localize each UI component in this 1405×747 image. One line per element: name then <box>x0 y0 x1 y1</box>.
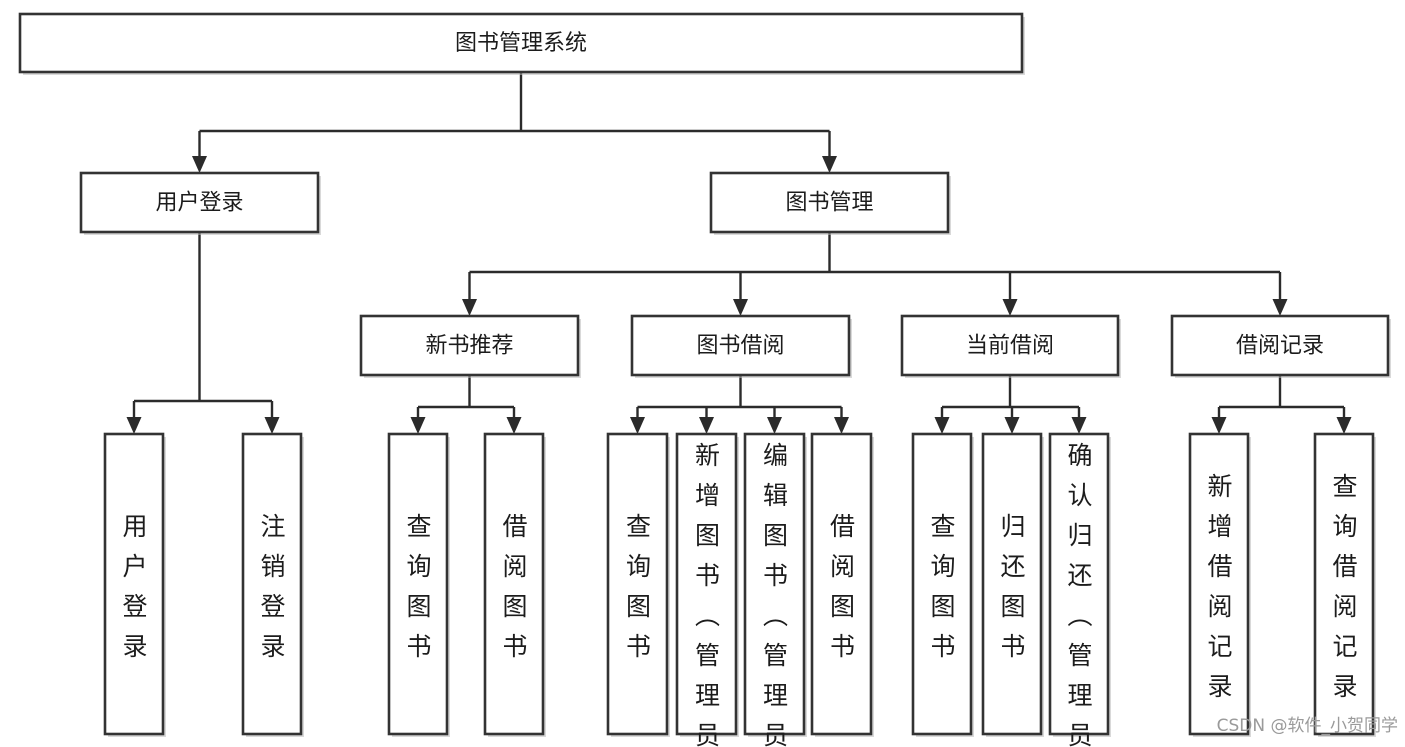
node-box[interactable] <box>630 314 851 377</box>
node-leaf-add-record[interactable]: 新增借阅记录 <box>1188 432 1251 737</box>
arrow-head-icon <box>834 417 849 434</box>
node-book-borrow[interactable]: 图书借阅 <box>630 314 852 378</box>
node-label: 确认归还︵管理员︶ <box>1067 441 1092 747</box>
arrow-head-icon <box>410 417 426 434</box>
node-leaf-user-login[interactable]: 用户登录 <box>103 432 166 737</box>
node-leaf-query-record[interactable]: 查询借阅记录 <box>1313 432 1376 737</box>
node-box[interactable] <box>1188 432 1250 736</box>
node-label: 图书管理 <box>785 191 873 216</box>
node-label: 查询图书 <box>406 512 431 661</box>
node-leaf-query-book-2[interactable]: 查询图书 <box>606 432 670 737</box>
node-box[interactable] <box>1048 432 1110 736</box>
arrow-head-icon <box>462 299 477 316</box>
node-box[interactable] <box>606 432 669 736</box>
arrow-head-icon <box>630 417 645 434</box>
arrow-head-icon <box>934 417 950 434</box>
connector-book-manage-to-level3 <box>462 232 1288 316</box>
node-box[interactable] <box>743 432 806 736</box>
node-box[interactable] <box>387 432 449 736</box>
node-box[interactable] <box>103 432 165 736</box>
arrow-head-icon <box>1211 417 1227 434</box>
node-box[interactable] <box>483 432 545 736</box>
connector-book-borrow-to-leaves <box>630 375 849 434</box>
node-box[interactable] <box>981 432 1043 736</box>
node-leaf-user-logout[interactable]: 注销登录 <box>241 432 304 737</box>
connector-layer <box>126 72 1352 434</box>
arrow-head-icon <box>192 156 207 173</box>
node-label: 用户登录 <box>122 512 147 661</box>
node-new-book-rec[interactable]: 新书推荐 <box>359 314 581 378</box>
node-label: 查询图书 <box>626 512 651 661</box>
node-label: 归还图书 <box>1000 512 1025 661</box>
connector-new-book-rec-to-leaves <box>410 375 522 434</box>
node-box[interactable] <box>675 432 738 736</box>
arrow-head-icon <box>264 417 280 434</box>
node-box[interactable] <box>1170 314 1390 377</box>
node-label: 新书推荐 <box>425 334 513 359</box>
node-label: 查询借阅记录 <box>1332 472 1357 701</box>
node-box[interactable] <box>810 432 873 736</box>
node-box[interactable] <box>900 314 1120 377</box>
node-label: 图书借阅 <box>696 334 784 359</box>
arrow-head-icon <box>1071 417 1087 434</box>
node-label: 新增借阅记录 <box>1207 472 1232 701</box>
node-leaf-add-book[interactable]: 新增图书︵管理员︶ <box>675 432 739 747</box>
connector-current-borrow-to-leaves <box>934 375 1087 434</box>
node-label: 借阅记录 <box>1236 334 1324 359</box>
node-label: 查询图书 <box>930 512 955 661</box>
arrow-head-icon <box>1336 417 1352 434</box>
node-leaf-return-book[interactable]: 归还图书 <box>981 432 1044 737</box>
connector-user-login-to-leaves <box>126 232 280 434</box>
arrow-head-icon <box>822 156 837 173</box>
node-label: 借阅图书 <box>830 512 855 661</box>
node-current-borrow[interactable]: 当前借阅 <box>900 314 1121 378</box>
arrow-head-icon <box>1002 299 1018 316</box>
node-leaf-borrow-book-2[interactable]: 借阅图书 <box>810 432 874 737</box>
node-label: 用户登录 <box>155 191 243 216</box>
node-label: 编辑图书︵管理员︶ <box>763 441 788 747</box>
node-book-manage[interactable]: 图书管理 <box>709 171 951 235</box>
node-leaf-confirm-return[interactable]: 确认归还︵管理员︶ <box>1048 432 1111 747</box>
node-leaf-edit-book[interactable]: 编辑图书︵管理员︶ <box>743 432 807 747</box>
arrow-head-icon <box>506 417 522 434</box>
node-leaf-borrow-book-1[interactable]: 借阅图书 <box>483 432 546 737</box>
arrow-head-icon <box>1272 299 1288 316</box>
connector-root-to-level2 <box>192 72 837 173</box>
node-leaf-query-book-1[interactable]: 查询图书 <box>387 432 450 737</box>
node-label: 新增图书︵管理员︶ <box>695 441 720 747</box>
connector-borrow-record-to-leaves <box>1211 375 1352 434</box>
arrow-head-icon <box>1004 417 1020 434</box>
node-leaf-query-book-3[interactable]: 查询图书 <box>911 432 974 737</box>
node-label: 图书管理系统 <box>455 31 587 56</box>
csdn-watermark: CSDN @软件_小贺同学 <box>1217 716 1398 736</box>
node-label: 注销登录 <box>260 512 285 661</box>
node-layer: 图书管理系统用户登录图书管理新书推荐图书借阅当前借阅借阅记录用户登录注销登录查询… <box>18 12 1391 747</box>
node-box[interactable] <box>18 12 1024 74</box>
node-box[interactable] <box>1313 432 1375 736</box>
node-box[interactable] <box>79 171 320 234</box>
node-root[interactable]: 图书管理系统 <box>18 12 1025 75</box>
arrow-head-icon <box>699 417 714 434</box>
node-label: 借阅图书 <box>502 512 527 661</box>
node-box[interactable] <box>241 432 303 736</box>
node-box[interactable] <box>911 432 973 736</box>
node-box[interactable] <box>709 171 950 234</box>
node-box[interactable] <box>359 314 580 377</box>
node-borrow-record[interactable]: 借阅记录 <box>1170 314 1391 378</box>
node-user-login[interactable]: 用户登录 <box>79 171 321 235</box>
arrow-head-icon <box>733 299 748 316</box>
node-label: 当前借阅 <box>966 334 1054 359</box>
arrow-head-icon <box>126 417 142 434</box>
arrow-head-icon <box>767 417 782 434</box>
